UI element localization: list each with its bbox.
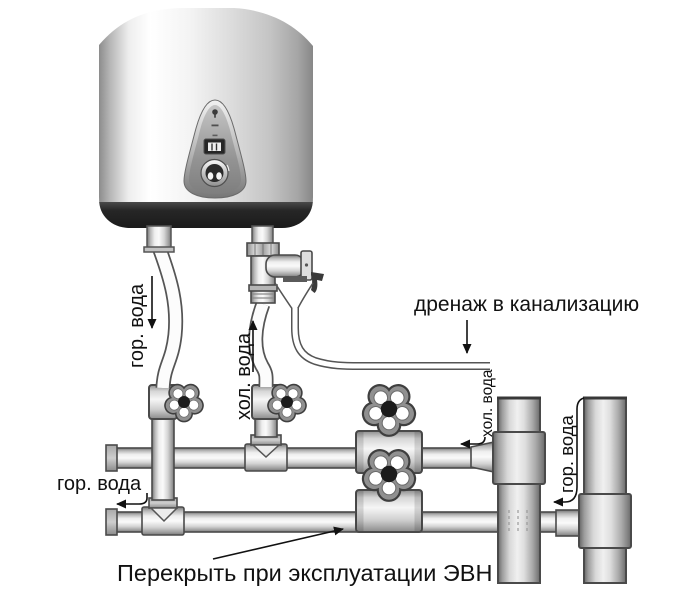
upper-pipe-tee bbox=[244, 434, 288, 472]
panel-indicator-icon-stem bbox=[214, 114, 216, 118]
annotation-arrows bbox=[116, 276, 585, 560]
temperature-display bbox=[203, 138, 226, 155]
cold-riser-tee bbox=[492, 431, 546, 485]
safety-valve bbox=[246, 242, 324, 304]
safety-valve-ridge bbox=[248, 284, 278, 292]
cold-riser-pipe bbox=[497, 397, 541, 584]
pipework bbox=[105, 384, 632, 584]
label-hot-water-riser: гор. вода bbox=[556, 415, 577, 493]
hot-supply-left-leader bbox=[116, 493, 148, 509]
drain-assembly bbox=[274, 282, 490, 370]
drain-tube-wall bbox=[291, 308, 490, 370]
cold-inlet-hose bbox=[250, 301, 272, 388]
label-drain-to-sewer: дренаж в канализацию bbox=[414, 293, 639, 316]
label-cold-water-riser: хол. вода bbox=[479, 369, 496, 437]
lower-pipe-tee bbox=[141, 497, 185, 536]
label-hot-water-tank-outlet: гор. вода bbox=[126, 283, 148, 368]
control-panel bbox=[183, 99, 247, 199]
safety-valve-outlet-block bbox=[265, 254, 305, 278]
label-cold-water-tank-inlet: хол. вода bbox=[233, 332, 255, 420]
cold-riser-leader bbox=[460, 436, 486, 449]
label-hot-water-supply: гор. вода bbox=[57, 473, 142, 495]
upper-pipe-end-collar bbox=[105, 444, 118, 472]
panel-mark-upper bbox=[211, 124, 219, 127]
hot-riser-leader bbox=[553, 397, 585, 507]
safety-valve-lever bbox=[311, 272, 324, 293]
hot-outlet-vertical-pipe bbox=[151, 417, 175, 501]
panel-mark-lower bbox=[212, 134, 218, 137]
cold-inlet-vertical-pipe bbox=[254, 417, 278, 438]
panel-indicator-icon bbox=[212, 109, 218, 115]
tank-bottom-band bbox=[99, 199, 313, 228]
labels: гор. вода хол. вода дренаж в канализацию… bbox=[57, 283, 639, 586]
shutoff-note-arrow bbox=[212, 526, 344, 560]
drain-tube bbox=[292, 308, 490, 369]
safety-valve-end-dot bbox=[304, 263, 309, 267]
hot-riser-pipe bbox=[583, 397, 627, 584]
hot-outlet-connector-lip bbox=[143, 246, 175, 253]
upper-shutoff-valve-handwheel bbox=[358, 379, 420, 437]
temperature-knob bbox=[200, 158, 230, 188]
water-heater-tank bbox=[99, 8, 313, 228]
label-shutoff-note: Перекрыть при эксплуатации ЭВН bbox=[117, 560, 492, 586]
drain-funnel-right bbox=[296, 282, 314, 311]
hot-outlet-hose bbox=[154, 248, 182, 389]
upper-pipe-coupling bbox=[470, 441, 495, 473]
tank-connectors bbox=[143, 225, 274, 253]
hot-outlet-connector bbox=[146, 225, 172, 251]
drain-funnel-left bbox=[274, 282, 294, 311]
lower-pipe-end-collar bbox=[105, 508, 118, 536]
hidden-pipe-dashes bbox=[508, 510, 528, 534]
hot-riser-tee bbox=[578, 493, 632, 549]
cold-inlet-connector bbox=[251, 225, 274, 245]
lower-shutoff-valve-body bbox=[355, 489, 423, 533]
safety-valve-spout-lip bbox=[283, 276, 307, 282]
